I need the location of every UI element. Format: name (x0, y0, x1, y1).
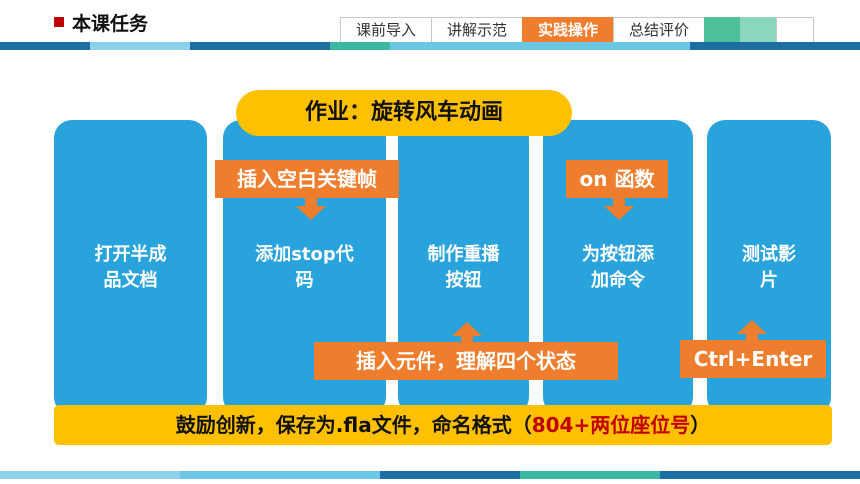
footer-stripe (0, 471, 860, 479)
tab-summary-review[interactable]: 总结评价 (613, 17, 705, 43)
tab-explain-demo[interactable]: 讲解示范 (431, 17, 523, 43)
step-2-label: 添加stop代码 (255, 244, 354, 291)
tab-pre-class-intro[interactable]: 课前导入 (340, 17, 432, 43)
down-arrow-icon (604, 198, 634, 220)
down-arrow-icon (296, 198, 326, 220)
up-arrow-icon (737, 320, 767, 342)
tab-color-block-3 (776, 17, 815, 43)
step-5-label: 测试影片 (742, 244, 796, 291)
step-column-1 (54, 120, 207, 415)
step-4-label: 为按钮添加命令 (582, 244, 654, 291)
task-title-pill: 作业：旋转风车动画 (236, 90, 572, 136)
save-instruction-bar: 鼓励创新，保存为.fla文件，命名格式（804+两位座位号） (54, 405, 832, 445)
tag-ctrl-enter: Ctrl+Enter (680, 340, 826, 378)
title-marker (54, 17, 64, 27)
up-arrow-icon (452, 322, 482, 344)
tab-color-block-2 (740, 17, 777, 43)
tab-color-block-1 (704, 17, 741, 43)
tag-on-function: on 函数 (566, 160, 668, 198)
page-title: 本课任务 (72, 13, 149, 35)
tag-insert-symbol: 插入元件，理解四个状态 (314, 342, 618, 380)
tag-insert-blank-keyframe: 插入空白关键帧 (215, 160, 399, 198)
step-1-label: 打开半成品文档 (94, 244, 167, 291)
step-3-label: 制作重播按钮 (427, 244, 500, 291)
tab-practice[interactable]: 实践操作 (522, 17, 614, 43)
section-tabs: 课前导入 讲解示范 实践操作 总结评价 (340, 17, 815, 43)
header-stripe (0, 42, 860, 50)
